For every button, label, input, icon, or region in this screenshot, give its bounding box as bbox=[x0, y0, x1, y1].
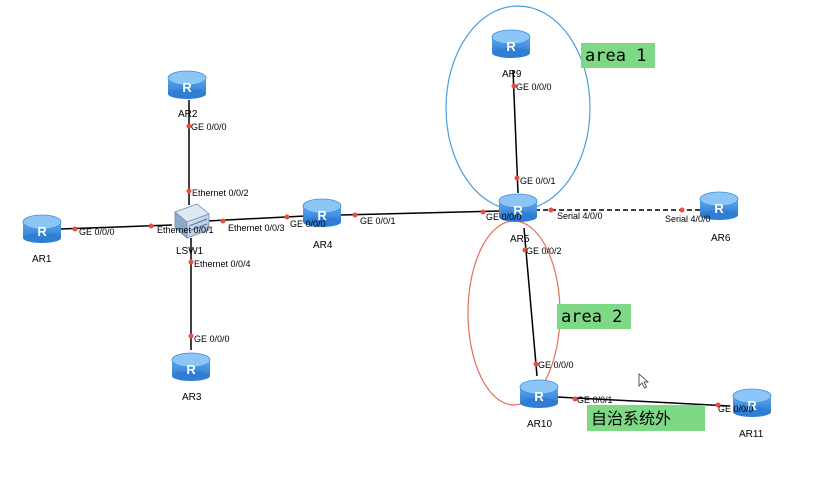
svg-text:R: R bbox=[747, 398, 757, 413]
router-ar4[interactable]: R bbox=[302, 198, 342, 227]
router-ar5[interactable]: R bbox=[498, 193, 538, 222]
label-ar2: AR2 bbox=[178, 109, 198, 120]
port-label: GE 0/0/1 bbox=[577, 395, 613, 405]
router-ar2[interactable]: R bbox=[167, 70, 207, 99]
port-label: GE 0/0/0 bbox=[718, 404, 754, 414]
port-label: GE 0/0/2 bbox=[526, 246, 562, 256]
port-label: GE 0/0/0 bbox=[191, 122, 227, 132]
router-ar10[interactable]: R bbox=[519, 379, 559, 408]
port-label: GE 0/0/1 bbox=[360, 216, 396, 226]
port-label: GE 0/0/0 bbox=[516, 82, 552, 92]
port-label: GE 0/0/0 bbox=[79, 227, 115, 237]
label-ar9: AR9 bbox=[502, 69, 522, 80]
svg-text:R: R bbox=[37, 224, 47, 239]
port-label: Ethernet 0/0/3 bbox=[228, 223, 285, 233]
router-ar6[interactable]: R bbox=[699, 191, 739, 220]
port-label: GE 0/0/0 bbox=[290, 219, 326, 229]
port-label: Serial 4/0/0 bbox=[665, 214, 711, 224]
svg-text:R: R bbox=[534, 389, 544, 404]
port-label: GE 0/0/0 bbox=[194, 334, 230, 344]
svg-text:R: R bbox=[182, 80, 192, 95]
outside-as-tag: 自治系统外 bbox=[587, 405, 705, 431]
svg-text:R: R bbox=[186, 362, 196, 377]
label-lsw1: LSW1 bbox=[176, 246, 204, 257]
area-2-tag: area 2 bbox=[557, 304, 631, 329]
area-1-label: area 1 bbox=[585, 46, 646, 66]
port-label: GE 0/0/0 bbox=[538, 360, 574, 370]
link-ar5-ar10[interactable] bbox=[523, 227, 538, 377]
svg-text:R: R bbox=[714, 201, 724, 216]
svg-text:R: R bbox=[513, 203, 523, 218]
label-ar4: AR4 bbox=[313, 240, 333, 251]
links bbox=[59, 69, 731, 407]
port-labels: GE 0/0/0 Ethernet 0/0/1 GE 0/0/0 Etherne… bbox=[79, 82, 754, 414]
port-label: Ethernet 0/0/2 bbox=[192, 188, 249, 198]
switch-lsw1[interactable] bbox=[174, 203, 210, 239]
area-2-label: area 2 bbox=[561, 307, 622, 327]
outside-as-label: 自治系统外 bbox=[591, 409, 671, 428]
label-ar11: AR11 bbox=[739, 429, 764, 440]
link-ar9-ar5[interactable] bbox=[512, 69, 519, 194]
port-label: Ethernet 0/0/4 bbox=[194, 259, 251, 269]
port-label: Serial 4/0/0 bbox=[557, 211, 603, 221]
router-ar1[interactable]: R bbox=[22, 214, 62, 243]
label-ar5: AR5 bbox=[510, 234, 530, 245]
link-ar10-ar11[interactable] bbox=[556, 396, 731, 407]
port-label: GE 0/0/0 bbox=[486, 212, 522, 222]
svg-text:R: R bbox=[506, 39, 516, 54]
label-ar6: AR6 bbox=[711, 233, 731, 244]
device-labels: AR1 AR2 AR3 AR4 AR5 AR6 AR9 AR10 AR11 LS… bbox=[32, 69, 764, 440]
label-ar1: AR1 bbox=[32, 254, 52, 265]
svg-text:R: R bbox=[317, 208, 327, 223]
area-1-tag: area 1 bbox=[581, 43, 655, 68]
router-ar11[interactable]: R bbox=[732, 388, 772, 417]
label-ar3: AR3 bbox=[182, 392, 202, 403]
mouse-cursor-icon bbox=[638, 373, 650, 389]
router-ar3[interactable]: R bbox=[171, 352, 211, 381]
router-ar9[interactable]: R bbox=[491, 29, 531, 58]
port-label: GE 0/0/1 bbox=[520, 176, 556, 186]
label-ar10: AR10 bbox=[527, 419, 552, 430]
link-ar4-ar5[interactable] bbox=[339, 210, 501, 216]
port-dots bbox=[72, 83, 721, 408]
port-label: Ethernet 0/0/1 bbox=[157, 225, 214, 235]
